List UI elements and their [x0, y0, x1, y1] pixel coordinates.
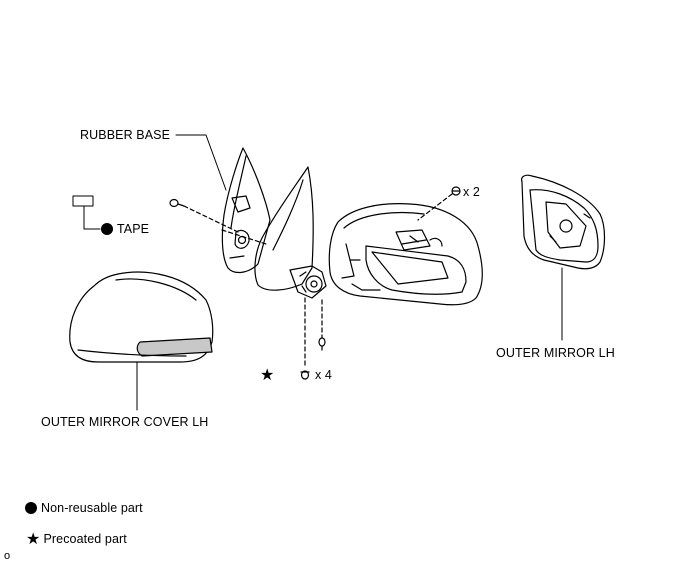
label-outer-mirror-cover: OUTER MIRROR COVER LH	[41, 415, 209, 429]
label-precoated-screws: ★	[260, 367, 277, 384]
rubber-base-part	[221, 147, 271, 274]
legend-precoated: ★Precoated part	[26, 531, 127, 548]
label-outer-mirror: OUTER MIRROR LH	[496, 346, 615, 360]
mirror-base-bracket	[254, 166, 327, 299]
label-screws-x4: x 4	[315, 368, 332, 382]
label-tape: TAPE	[101, 222, 149, 236]
clip-fastener	[169, 198, 185, 208]
leader-lines	[83, 134, 563, 411]
screw-mirror	[451, 186, 461, 196]
outer-mirror-glass	[521, 174, 606, 270]
filled-circle-icon	[25, 502, 37, 514]
outer-mirror-cover-part	[69, 271, 214, 363]
screw-precoated	[300, 370, 310, 380]
tape-symbol	[72, 195, 94, 207]
non-reusable-marker-icon	[101, 223, 113, 235]
filled-star-icon: ★	[26, 531, 41, 548]
screw-lower	[318, 337, 326, 351]
precoated-marker-icon: ★	[260, 367, 275, 384]
dashed-guide-lines	[183, 193, 453, 369]
legend-non-reusable: Non-reusable part	[25, 501, 143, 515]
figure-code: o	[4, 550, 11, 562]
mirror-housing-part	[328, 203, 483, 306]
label-screws-x2: x 2	[463, 185, 480, 199]
label-rubber-base: RUBBER BASE	[80, 128, 171, 142]
